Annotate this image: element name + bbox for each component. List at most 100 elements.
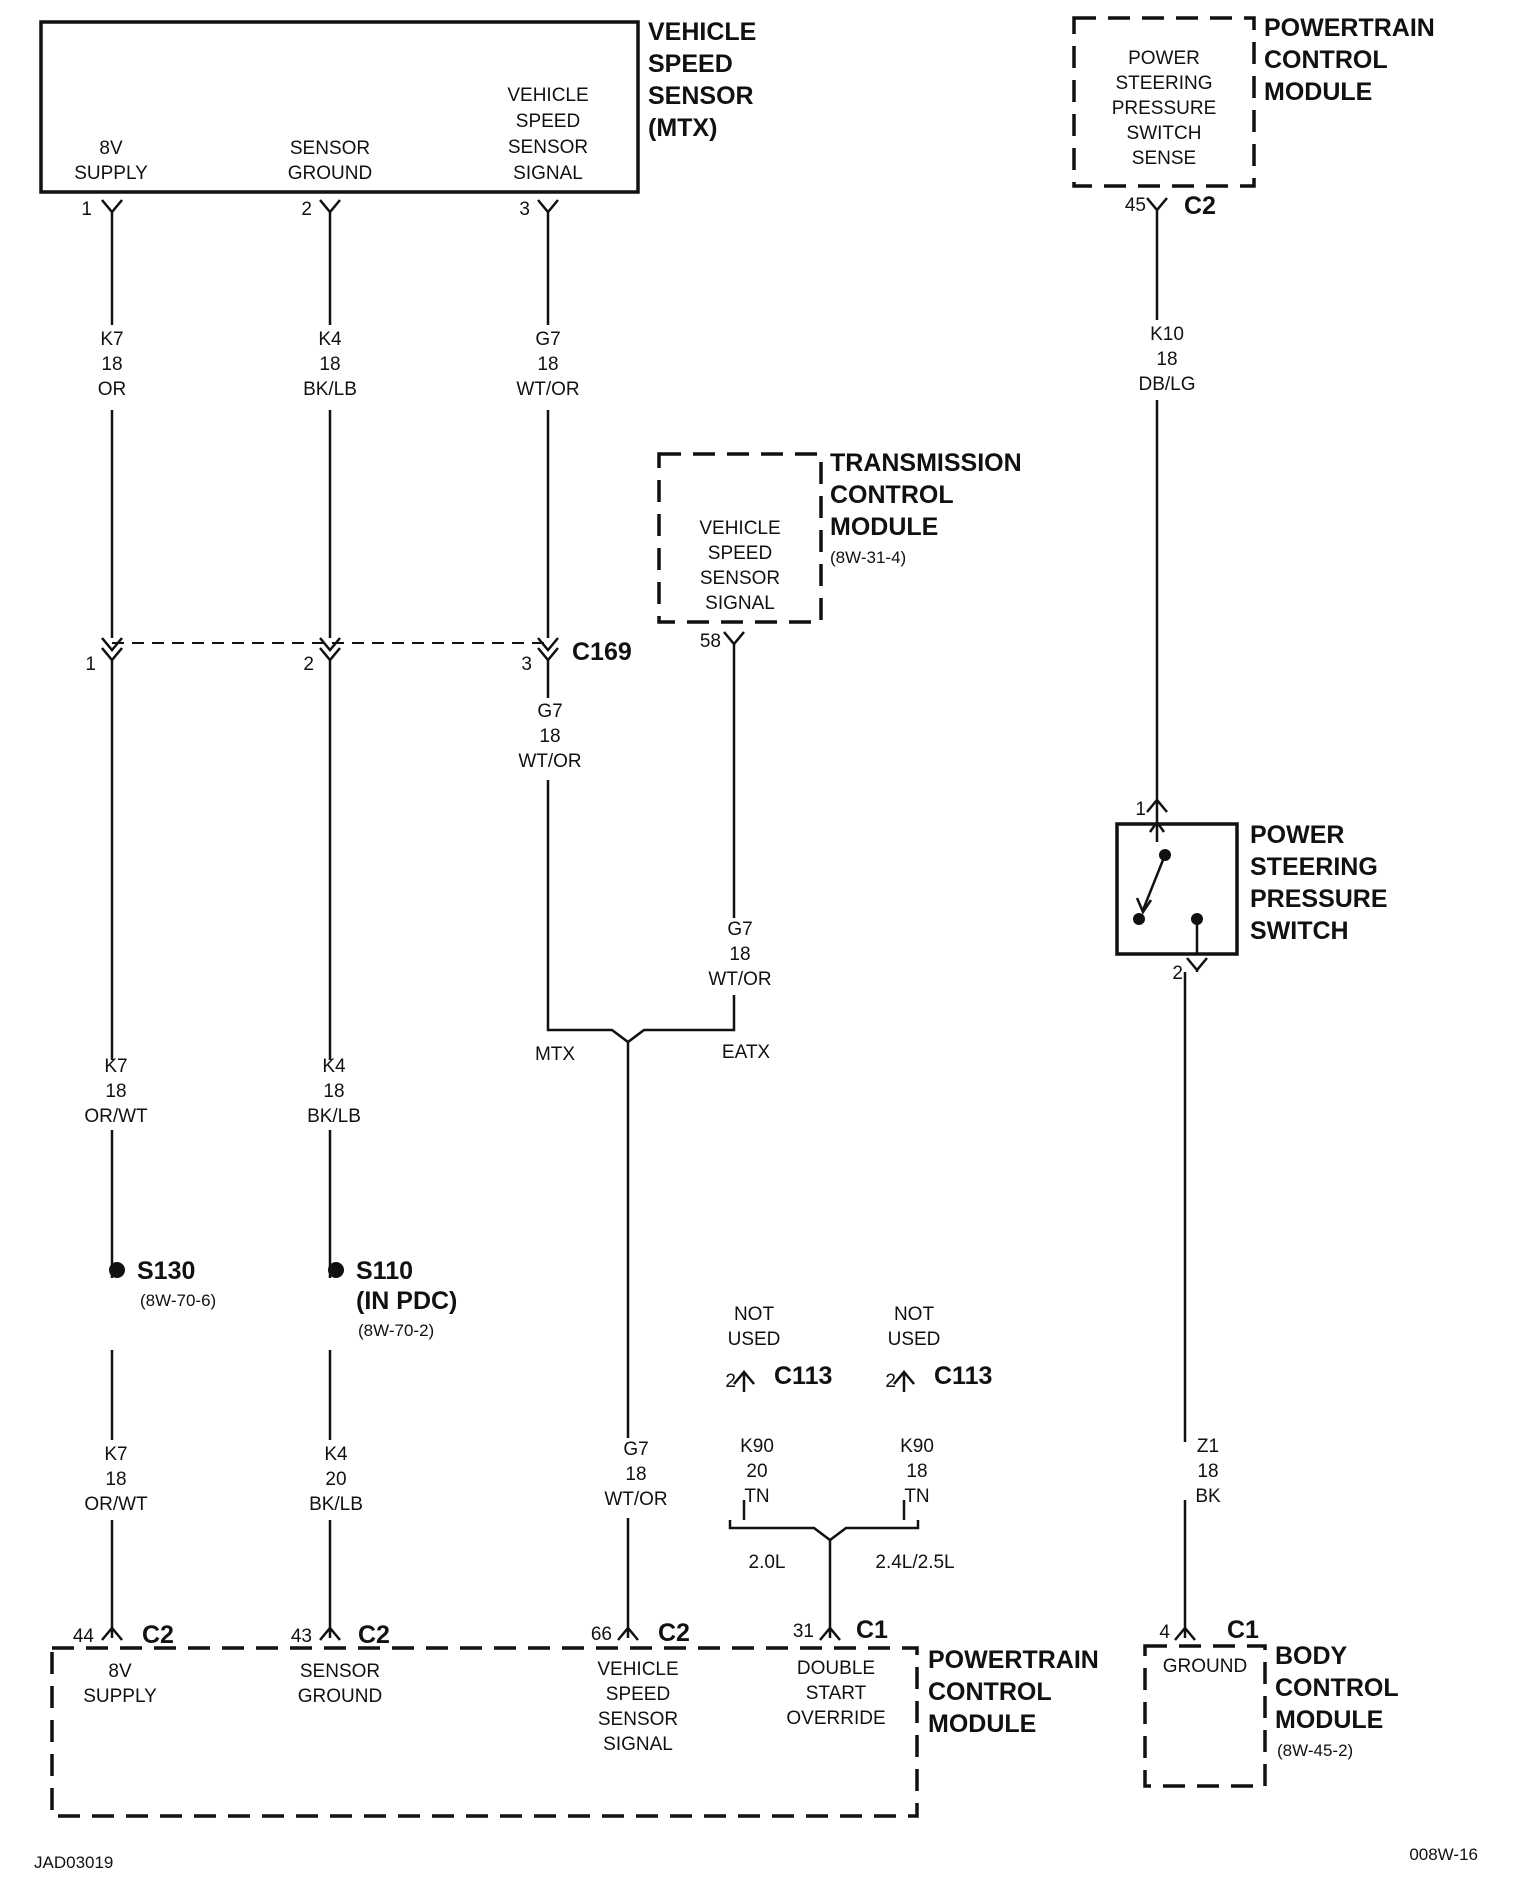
c169-pin2 xyxy=(319,637,341,662)
tcm-ref: (8W-31-4) xyxy=(830,548,906,567)
g7-b-gauge: 18 xyxy=(539,726,560,747)
g7-b-color: WT/OR xyxy=(518,751,581,772)
footer-right: 008W-16 xyxy=(1409,1845,1478,1864)
vss-pin2-label-2: GROUND xyxy=(288,163,372,184)
vehicle-speed-sensor: VEHICLE SPEED SENSOR (MTX) 8V SUPPLY SEN… xyxy=(39,18,756,220)
pcm-top-pin: 45 xyxy=(1125,195,1146,216)
bcm-pin: 4 xyxy=(1159,1622,1170,1643)
wire-k7-a-top xyxy=(101,199,123,325)
power-steering-pressure-switch: 1 2 POWER STEERING PRESSURE SWITCH xyxy=(1115,798,1388,984)
c113-b-label: C113 xyxy=(934,1362,992,1390)
option-merge-engine xyxy=(728,1520,920,1542)
option-eatx: EATX xyxy=(722,1042,771,1063)
pcm-bottom-title-2: CONTROL xyxy=(928,1678,1052,1706)
pcm-pin44-conn: C2 xyxy=(142,1621,174,1649)
pcm-top-inner-3: PRESSURE xyxy=(1112,98,1217,119)
vss-title-2: SPEED xyxy=(648,50,733,78)
c113-group: NOT USED 2 C113 NOT USED 2 C113 xyxy=(725,1304,992,1392)
g7-b-circuit: G7 xyxy=(537,701,562,722)
g7-tcm-circuit: G7 xyxy=(727,919,752,940)
wire-g7-a-top xyxy=(537,199,559,325)
pcm-top-inner-4: SWITCH xyxy=(1127,123,1202,144)
k7-b-gauge: 18 xyxy=(105,1081,126,1102)
k10-circuit: K10 xyxy=(1150,324,1184,345)
k10-gauge: 18 xyxy=(1156,349,1177,370)
vss-pin3-num: 3 xyxy=(519,199,530,220)
k90-b-color: TN xyxy=(904,1486,929,1507)
pcm-bottom-title-3: MODULE xyxy=(928,1710,1036,1738)
wire-g7-tcm-top xyxy=(723,631,745,918)
c113-b-pin: 2 xyxy=(885,1371,896,1392)
pcm-pin66-label-3: SENSOR xyxy=(598,1709,678,1730)
pcm-pin66-num: 66 xyxy=(591,1624,612,1645)
vss-pin1-num: 1 xyxy=(81,199,92,220)
g7-c-circuit: G7 xyxy=(623,1439,648,1460)
g7-a-gauge: 18 xyxy=(537,354,558,375)
pcm-top: POWERTRAIN CONTROL MODULE POWER STEERING… xyxy=(1072,14,1435,220)
s110-name: S110 xyxy=(356,1257,413,1285)
vss-pin3-label-1: VEHICLE xyxy=(507,85,588,106)
z1-color: BK xyxy=(1195,1486,1221,1507)
s130-name: S130 xyxy=(137,1257,195,1285)
k90-a-gauge: 20 xyxy=(746,1461,767,1482)
k7-c-color: OR/WT xyxy=(84,1494,148,1515)
c169-pin1-num: 1 xyxy=(85,654,96,675)
pcm-pin31-num: 31 xyxy=(793,1621,814,1642)
pcm-pin31-label-3: OVERRIDE xyxy=(786,1708,885,1729)
tcm-title-1: TRANSMISSION xyxy=(830,449,1022,477)
pcm-pin43-connector xyxy=(319,1625,341,1641)
g7-tcm-color: WT/OR xyxy=(708,969,771,990)
option-mtx: MTX xyxy=(535,1044,575,1065)
vss-box xyxy=(39,20,640,194)
pcm-pin43-label-1: SENSOR xyxy=(300,1661,380,1682)
ps-switch-contact-left xyxy=(1133,913,1145,925)
ps-switch-blade xyxy=(1141,854,1167,911)
g7-c-gauge: 18 xyxy=(625,1464,646,1485)
k4-c-circuit: K4 xyxy=(324,1444,348,1465)
z1-gauge: 18 xyxy=(1197,1461,1218,1482)
not-used-b-1: NOT xyxy=(894,1304,935,1325)
pcm-bottom-box xyxy=(50,1646,919,1818)
k90-b-gauge: 18 xyxy=(906,1461,927,1482)
k4-c-color: BK/LB xyxy=(309,1494,363,1515)
s130-ref: (8W-70-6) xyxy=(140,1291,216,1310)
c113-a-arrow xyxy=(733,1370,755,1385)
ps-switch-title-1: POWER xyxy=(1250,821,1344,849)
c113-a-pin: 2 xyxy=(725,1371,736,1392)
bcm-title-3: MODULE xyxy=(1275,1706,1383,1734)
vss-pin2-num: 2 xyxy=(301,199,312,220)
k4-a-circuit: K4 xyxy=(318,329,342,350)
splices: S130 (8W-70-6) S110 (IN PDC) (8W-70-2) xyxy=(109,1257,457,1340)
k4-b-gauge: 18 xyxy=(323,1081,344,1102)
pcm-pin44-connector xyxy=(101,1625,123,1641)
pcm-pin43-num: 43 xyxy=(291,1626,312,1647)
ps-switch-inner-arrow xyxy=(1148,819,1166,833)
vss-pin2-label-1: SENSOR xyxy=(290,138,370,159)
wire-k10-top xyxy=(1146,197,1168,320)
bcm-ref: (8W-45-2) xyxy=(1277,1741,1353,1760)
c169-pin1 xyxy=(101,637,123,662)
ps-switch-box xyxy=(1115,822,1239,956)
c169-pin3-num: 3 xyxy=(521,654,532,675)
z1-circuit: Z1 xyxy=(1197,1436,1219,1457)
pcm-pin44-label-1: 8V xyxy=(108,1661,132,1682)
ps-switch-title-4: SWITCH xyxy=(1250,917,1349,945)
c113-a-label: C113 xyxy=(774,1362,832,1390)
vss-pin3-label-2: SPEED xyxy=(516,111,580,132)
pcm-top-connector: C2 xyxy=(1184,192,1216,220)
bcm-connector: C1 xyxy=(1227,1616,1259,1644)
c113-b-arrow xyxy=(893,1370,915,1385)
s110-dot xyxy=(328,1262,344,1278)
k4-c-gauge: 20 xyxy=(325,1469,346,1490)
footer-left: JAD03019 xyxy=(34,1853,113,1872)
wire-k4-a-top xyxy=(319,199,341,325)
pcm-bottom: 44 C2 43 C2 66 C2 31 C1 8V SUPPLY SENSOR… xyxy=(50,1616,1099,1818)
g7-tcm-gauge: 18 xyxy=(729,944,750,965)
pcm-pin31-label-2: START xyxy=(806,1683,867,1704)
k7-c-gauge: 18 xyxy=(105,1469,126,1490)
tcm-inner-1: VEHICLE xyxy=(699,518,780,539)
bcm-pin4-connector xyxy=(1174,1625,1196,1641)
vss-pin3-label-3: SENSOR xyxy=(508,137,588,158)
k7-b-circuit: K7 xyxy=(104,1056,127,1077)
